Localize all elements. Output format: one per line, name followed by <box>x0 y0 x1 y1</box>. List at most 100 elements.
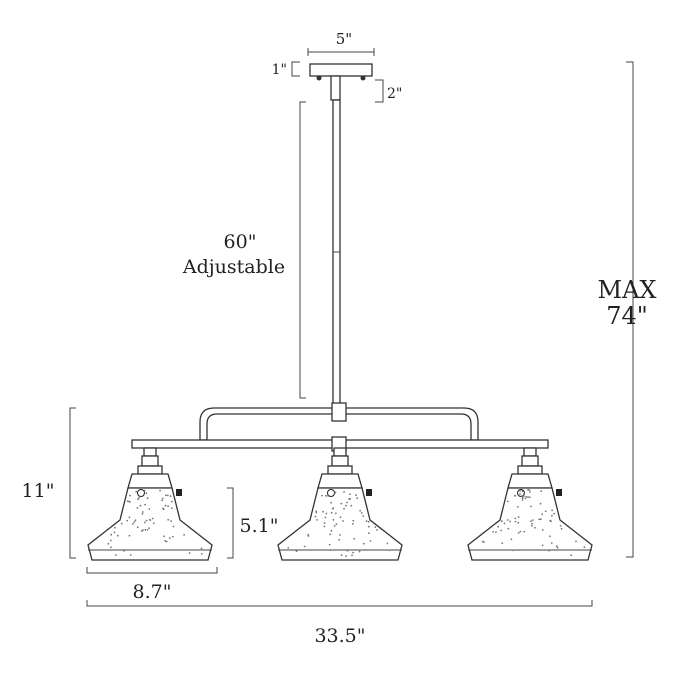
texture-dot <box>172 525 175 528</box>
texture-dot <box>330 529 333 532</box>
texture-dot <box>330 511 333 514</box>
texture-dot <box>538 518 541 521</box>
dimension-lines <box>69 48 634 607</box>
texture-dot <box>345 555 347 557</box>
texture-dot <box>145 519 148 522</box>
texture-dot <box>514 520 517 523</box>
texture-dot <box>314 515 317 518</box>
texture-dot <box>133 521 136 523</box>
texture-dot <box>544 510 547 513</box>
texture-dot <box>327 495 329 497</box>
canopy <box>309 63 373 101</box>
texture-dot <box>519 530 522 533</box>
texture-dot <box>323 522 326 524</box>
texture-dot <box>550 542 553 544</box>
texture-dot <box>556 546 559 549</box>
texture-dot <box>322 510 324 513</box>
texture-dot <box>368 532 370 535</box>
texture-dot <box>295 550 298 553</box>
texture-dot <box>350 504 353 507</box>
texture-dot <box>374 526 377 528</box>
texture-dot <box>531 522 533 525</box>
texture-dot <box>501 542 504 544</box>
texture-dot <box>349 493 351 495</box>
texture-dot <box>522 495 525 497</box>
texture-dot <box>170 500 173 503</box>
texture-dot <box>365 520 368 523</box>
texture-dot <box>114 526 116 529</box>
texture-dot <box>164 539 167 542</box>
texture-dot <box>329 549 332 552</box>
texture-dot <box>356 497 359 500</box>
texture-dot <box>135 490 138 493</box>
texture-dot <box>527 489 529 491</box>
texture-dot <box>165 540 168 543</box>
texture-dot <box>507 527 510 530</box>
texture-dot <box>144 503 147 506</box>
texture-dot <box>352 519 355 522</box>
rod-note-label: Adjustable <box>182 256 285 278</box>
texture-dot <box>287 547 290 549</box>
texture-dot <box>500 529 503 532</box>
texture-dot <box>329 533 331 536</box>
texture-dot <box>352 522 354 525</box>
stem-label: 2" <box>387 86 402 102</box>
pendant-shade <box>87 447 213 561</box>
texture-dot <box>107 542 110 545</box>
texture-dot <box>142 511 144 513</box>
texture-dot <box>183 534 186 536</box>
texture-dot <box>164 504 167 507</box>
texture-dot <box>332 519 335 521</box>
texture-dot <box>315 511 318 514</box>
texture-dot <box>521 496 524 499</box>
texture-dot <box>128 500 131 503</box>
texture-dot <box>303 545 306 548</box>
max-height-label: 74" <box>606 302 648 330</box>
texture-dot <box>517 516 520 518</box>
texture-dot <box>114 554 117 556</box>
texture-dot <box>188 552 191 554</box>
texture-dot <box>162 507 164 510</box>
texture-dot <box>346 549 349 552</box>
texture-dot <box>152 522 155 525</box>
texture-dot <box>143 489 146 492</box>
texture-dot <box>362 515 365 517</box>
texture-dot <box>338 538 341 541</box>
texture-dot <box>525 496 528 498</box>
texture-dot <box>136 526 139 529</box>
texture-dot <box>141 530 143 532</box>
texture-dot <box>325 494 327 497</box>
texture-dot <box>163 535 166 538</box>
texture-dot <box>324 516 327 519</box>
texture-dot <box>539 502 542 505</box>
total-width-label: 33.5" <box>314 625 365 647</box>
texture-dot <box>168 537 171 539</box>
texture-dot <box>528 496 531 499</box>
texture-dot <box>328 543 331 546</box>
texture-dot <box>172 535 174 538</box>
texture-dot <box>362 542 365 545</box>
pendant-shade <box>277 447 403 561</box>
texture-dot <box>128 534 131 537</box>
texture-dot <box>516 506 519 508</box>
texture-dot <box>550 520 552 523</box>
texture-dot <box>116 534 119 537</box>
texture-dot <box>340 554 343 557</box>
texture-dot <box>340 502 343 505</box>
texture-dot <box>386 542 389 545</box>
texture-dot <box>560 527 563 530</box>
texture-dot <box>136 507 139 509</box>
texture-dot <box>334 491 337 494</box>
texture-dot <box>521 499 524 501</box>
texture-dot <box>348 498 350 500</box>
texture-dot <box>167 505 170 508</box>
texture-dot <box>583 546 586 549</box>
texture-dot <box>514 494 516 497</box>
texture-dot <box>169 495 172 497</box>
texture-dot <box>534 526 536 529</box>
texture-dot <box>523 530 526 533</box>
texture-dot <box>146 529 149 531</box>
texture-dot <box>368 525 370 528</box>
texture-dot <box>531 525 533 527</box>
texture-dot <box>346 501 348 504</box>
